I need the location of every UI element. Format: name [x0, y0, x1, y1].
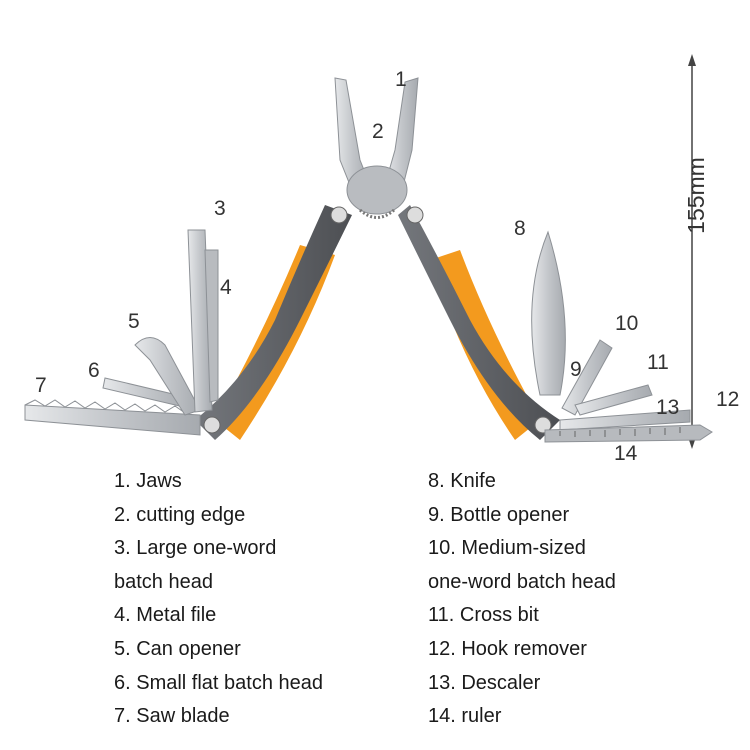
callout-11: 11: [647, 351, 669, 374]
legend-item: 1. Jaws: [114, 470, 182, 492]
right-tools: [531, 230, 713, 443]
legend-item: 4. Metal file: [114, 604, 217, 627]
callout-3: 3: [214, 197, 226, 220]
left-handle: [195, 205, 352, 440]
legend-item: 9. Bottle opener: [428, 503, 570, 526]
legend-item: 11. Cross bit: [428, 604, 539, 627]
callout-7: 7: [35, 374, 47, 397]
legend-item: 3. Large one-word: [114, 537, 277, 560]
legend-left: 1. Jaws 2. cutting edge 3. Large one-wor…: [114, 465, 323, 734]
dimension-arrow: [688, 54, 696, 449]
pliers-jaws: [334, 77, 419, 219]
legend-right: 8. Knife 9. Bottle opener 10. Medium-siz…: [428, 465, 616, 734]
legend-item: 10. Medium-sized: [428, 537, 586, 560]
callout-14: 14: [614, 442, 638, 465]
callout-12: 12: [716, 388, 740, 411]
legend-item: 12. Hook remover: [428, 637, 587, 660]
callout-9: 9: [570, 358, 582, 381]
callout-13: 13: [656, 396, 680, 419]
left-tools: [24, 229, 219, 436]
legend-item: one-word batch head: [428, 570, 616, 593]
callout-10: 10: [615, 312, 639, 335]
legend-item: 5. Can opener: [114, 637, 241, 660]
legend-item: 2. cutting edge: [114, 503, 246, 526]
multitool-illustration: [24, 54, 713, 449]
legend-item: 7. Saw blade: [114, 705, 230, 728]
legend-item: batch head: [114, 570, 213, 593]
legend-item: 8. Knife: [428, 470, 496, 492]
callout-8: 8: [514, 217, 526, 240]
legend-item: 13. Descaler: [428, 671, 541, 694]
legend-item: 6. Small flat batch head: [114, 671, 324, 694]
callout-5: 5: [128, 310, 140, 333]
callout-2: 2: [372, 120, 384, 143]
callout-1: 1: [395, 68, 407, 91]
callout-6: 6: [88, 359, 100, 382]
right-handle: [398, 205, 560, 440]
legend-item: 14. ruler: [428, 705, 502, 728]
height-dimension-label: 155mm: [682, 157, 709, 234]
callout-4: 4: [220, 276, 232, 299]
